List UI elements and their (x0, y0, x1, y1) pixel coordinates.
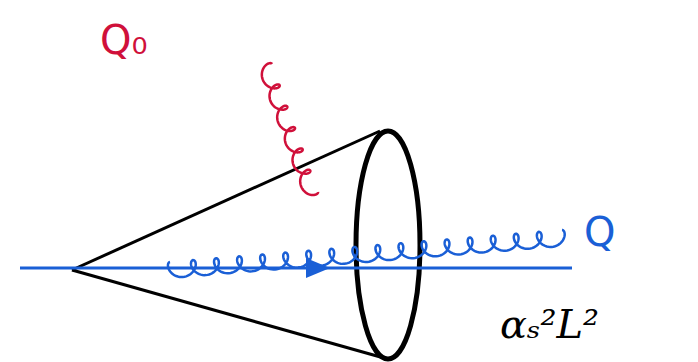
cone-mouth (356, 131, 420, 359)
scale-label: Q (584, 212, 615, 252)
scale-label: Q₀ (100, 20, 148, 60)
gluon-curl (262, 63, 318, 195)
order-label: αₛ²L² (500, 304, 599, 344)
cone-edge (72, 270, 384, 358)
gluon-curl (168, 230, 565, 277)
